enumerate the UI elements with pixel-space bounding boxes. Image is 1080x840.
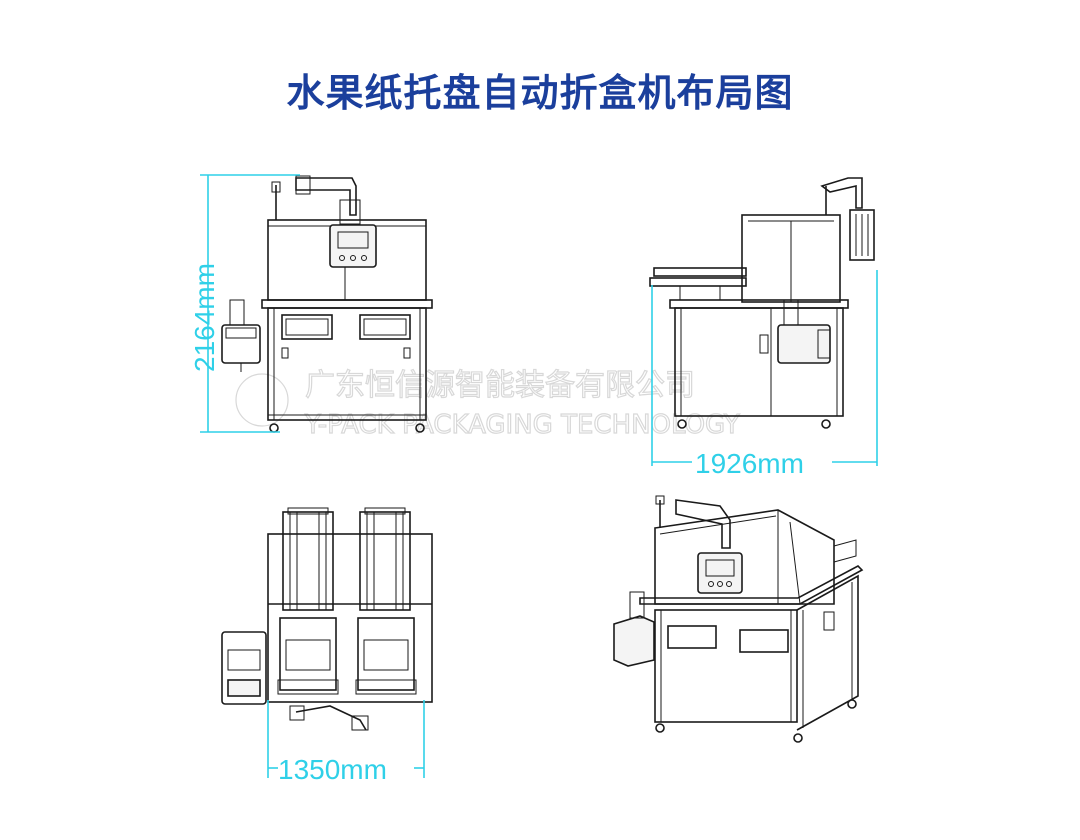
watermark-gear-icon xyxy=(235,373,289,427)
width-label: 1350mm xyxy=(278,754,387,785)
page-title: 水果纸托盘自动折盒机布局图 xyxy=(286,71,794,115)
height-label: 2164mm xyxy=(189,263,220,372)
depth-dimension: 1926mm xyxy=(651,270,878,479)
height-dimension: 2164mm xyxy=(189,174,300,433)
depth-label: 1926mm xyxy=(695,448,804,479)
top-view xyxy=(221,507,433,731)
watermark: 广东恒信源智能装备有限公司 Y-PACK PACKAGING TECHNOLOG… xyxy=(235,367,740,441)
front-view xyxy=(221,175,433,433)
side-view xyxy=(649,177,875,429)
width-dimension: 1350mm xyxy=(267,700,425,785)
watermark-company-cn: 广东恒信源智能装备有限公司 xyxy=(305,368,695,403)
control-panel xyxy=(329,224,377,268)
isometric-view xyxy=(613,495,864,743)
